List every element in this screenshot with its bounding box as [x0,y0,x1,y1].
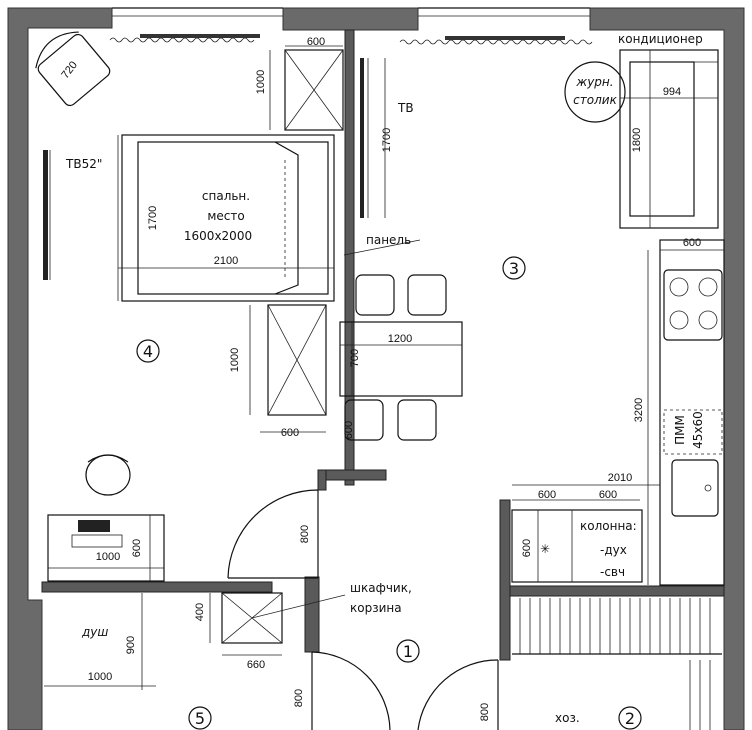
cabinet-label-1: шкафчик, [350,581,412,595]
tv52-label: ТВ52" [65,157,102,171]
coffee-table [564,61,626,123]
coffee-table-label-2: столик [573,93,617,107]
dim-660: 660 [247,659,265,671]
dim-1000-desk: 1000 [96,551,120,563]
dim-600-column: 600 [521,539,533,557]
bed-label-3: 1600х2000 [184,229,252,243]
conditioner-label: кондиционер [618,32,703,46]
dim-1200: 1200 [388,333,412,345]
dim-600-desk: 600 [131,539,143,557]
dim-2010: 2010 [608,472,632,484]
dimension-lines [44,45,724,690]
dishwasher-label-1: ПММ [673,415,687,445]
dishwasher-label-2: 45х60 [691,411,705,449]
dim-600-chair: 600 [343,421,355,439]
column-label-2: -дух [600,543,627,557]
desk-chair [85,454,131,496]
room-number-5-text: 5 [195,709,205,728]
kitchen-counter [659,239,725,586]
bed-label-2: место [207,209,244,223]
dim-400: 400 [194,603,206,621]
dim-800-storage: 800 [479,703,491,721]
shower-label: душ [81,625,108,639]
room-number-1: 1 [396,639,420,663]
dim-1700-bed: 1700 [147,206,159,230]
coffee-table-label-1: журн. [575,75,613,89]
dim-800-door-left: 800 [299,525,311,543]
wardrobe-top [284,49,344,131]
room-number-3-text: 3 [509,259,519,278]
room-number-4-text: 4 [143,342,153,361]
dim-600-a: 600 [538,489,556,501]
outer-walls [7,7,745,730]
dim-1800: 1800 [631,128,643,152]
room-number-5: 5 [188,706,212,730]
armchair [35,31,111,107]
dim-900: 900 [125,636,137,654]
sofa [619,49,719,229]
dim-3200: 3200 [633,398,645,422]
panel-label: панель [366,233,411,247]
interior-walls [41,29,725,661]
column-label-1: колонна: [580,519,637,533]
dim-600-wardrobe: 600 [281,427,299,439]
room-number-2: 2 [618,706,642,730]
cabinet-label-2: корзина [350,601,402,615]
dim-994: 994 [663,86,681,98]
room-number-2-text: 2 [625,709,635,728]
dim-600-top: 600 [307,36,325,48]
dim-1700-tv: 1700 [381,128,393,152]
column-label-3: -свч [600,565,625,579]
tv-label: ТВ [397,101,414,115]
dining-chairs [344,274,447,441]
tv-52 [43,150,51,280]
dim-1000-wardrobe-bottom: 1000 [229,348,241,372]
room-number-1-text: 1 [403,642,413,661]
storage-shelves [512,598,722,730]
dim-600-b: 600 [599,489,617,501]
dim-800-hall: 800 [293,689,305,707]
wardrobe-bottom [267,304,327,416]
room-number-3: 3 [502,256,526,280]
room-number-4: 4 [136,339,160,363]
column-cabinet: ✳ [511,509,643,583]
doors [227,489,499,730]
svg-text:✳: ✳ [540,542,550,556]
dim-700: 700 [349,349,361,367]
dim-1000-wardrobe-top: 1000 [255,70,267,94]
storage-label: хоз. [555,711,580,725]
desk [47,514,165,582]
dining-table [339,321,463,397]
bed [121,134,335,302]
bed-label-1: спальн. [202,189,250,203]
dim-2100: 2100 [214,255,238,267]
radiators [109,34,593,45]
dim-1000-shower: 1000 [88,671,112,683]
dim-600-kitchen: 600 [683,237,701,249]
tv-living [360,58,369,218]
